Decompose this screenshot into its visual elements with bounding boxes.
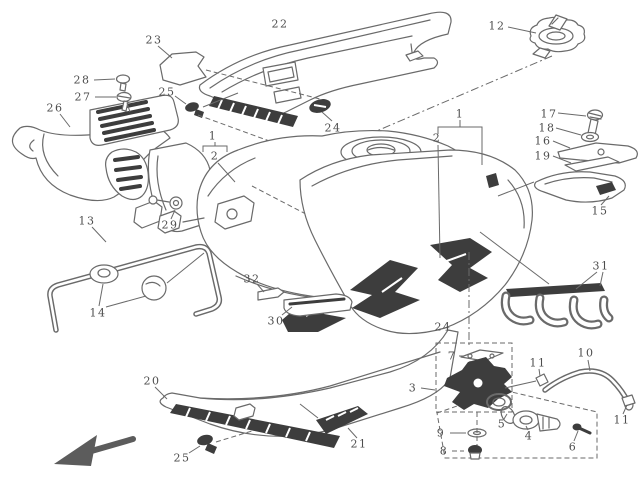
- callout-label-21-23: 21: [350, 437, 368, 451]
- part-20-lower-fairing: [154, 329, 459, 448]
- callout-label-14-16: 14: [89, 306, 107, 320]
- callout-label-19-21: 19: [534, 149, 552, 163]
- part-32-clip: [256, 283, 285, 301]
- petcock-port: [473, 378, 483, 388]
- callout-label-13-15: 13: [78, 214, 96, 228]
- part-19-pad: [552, 155, 620, 172]
- direction-arrow-icon: [54, 435, 136, 466]
- callout-label-3-4: 3: [408, 381, 418, 395]
- callout-label-5-6: 5: [497, 417, 507, 431]
- callout-label-9-10: 9: [436, 426, 446, 440]
- callout-label-1-2: 1: [208, 129, 218, 143]
- callout-label-26-30: 26: [46, 101, 64, 115]
- part-17-bolt: [557, 109, 604, 136]
- ref-bracket-left: [202, 142, 236, 183]
- callout-label-6-7: 6: [568, 440, 578, 454]
- callout-label-7-8: 7: [447, 349, 457, 363]
- callout-label-16-18: 16: [534, 134, 552, 148]
- part-31-claw-strip: [479, 231, 614, 330]
- callout-label-8-9: 8: [439, 444, 449, 458]
- part-14-dampers: [89, 252, 205, 308]
- callout-label-32-36: 32: [243, 272, 261, 286]
- callout-label-22-24: 22: [271, 17, 289, 31]
- part-8-bolt: [452, 445, 482, 460]
- part-6-screw: [572, 423, 592, 442]
- part-25-bolt-bottom: [188, 430, 253, 454]
- callout-label-20-22: 20: [143, 374, 161, 388]
- callout-label-25-29: 25: [173, 451, 191, 465]
- part-13-frame-rail: [47, 226, 223, 333]
- part-26-air-scoop: [11, 94, 218, 233]
- callout-label-17-19: 17: [540, 107, 558, 121]
- callout-label-15-17: 15: [591, 204, 609, 218]
- part-22-upper-cover: [198, 11, 452, 127]
- part-9-washer: [450, 412, 487, 446]
- part-11-clips: [535, 368, 636, 415]
- part-29-grommet: [148, 195, 183, 220]
- part-5-oring: [500, 406, 516, 424]
- callout-label-11-12: 11: [529, 356, 547, 370]
- callout-label-30-34: 30: [267, 314, 285, 328]
- callout-label-25-28: 25: [158, 85, 176, 99]
- part-23-flap: [157, 45, 325, 101]
- callout-label-29-33: 29: [161, 218, 179, 232]
- callout-label-1-0: 1: [455, 107, 465, 121]
- part-4-diaphragm: [512, 410, 561, 432]
- callout-label-10-11: 10: [577, 346, 595, 360]
- callout-label-27-31: 27: [74, 90, 92, 104]
- part-2-side-cover: [282, 149, 533, 335]
- callout-label-18-20: 18: [538, 121, 556, 135]
- part-18-washer: [555, 127, 600, 143]
- part-27-screw: [95, 91, 132, 113]
- callout-label-12-14: 12: [488, 19, 506, 33]
- part-3-petcock-assembly: [420, 252, 598, 459]
- callout-label-4-5: 4: [524, 429, 534, 443]
- ref-bracket-right: [437, 120, 483, 259]
- part-15-bracket: [497, 171, 626, 206]
- callout-label-24-26: 24: [324, 121, 342, 135]
- part-30-strip: [281, 293, 353, 317]
- part-28-screw: [93, 74, 131, 92]
- callout-label-23-25: 23: [145, 33, 163, 47]
- callout-label-28-32: 28: [73, 73, 91, 87]
- callout-label-31-35: 31: [592, 259, 610, 273]
- part-24-grommet-top: [309, 99, 333, 122]
- callout-label-11-13: 11: [613, 413, 631, 427]
- part-12-fuel-cap: [371, 14, 586, 134]
- part-21-slide-rail: [299, 403, 368, 439]
- callout-label-2-1: 2: [432, 131, 442, 145]
- part-10-fuel-hose: [542, 359, 634, 411]
- callout-label-2-3: 2: [210, 149, 220, 163]
- callout-label-24-27: 24: [434, 320, 452, 334]
